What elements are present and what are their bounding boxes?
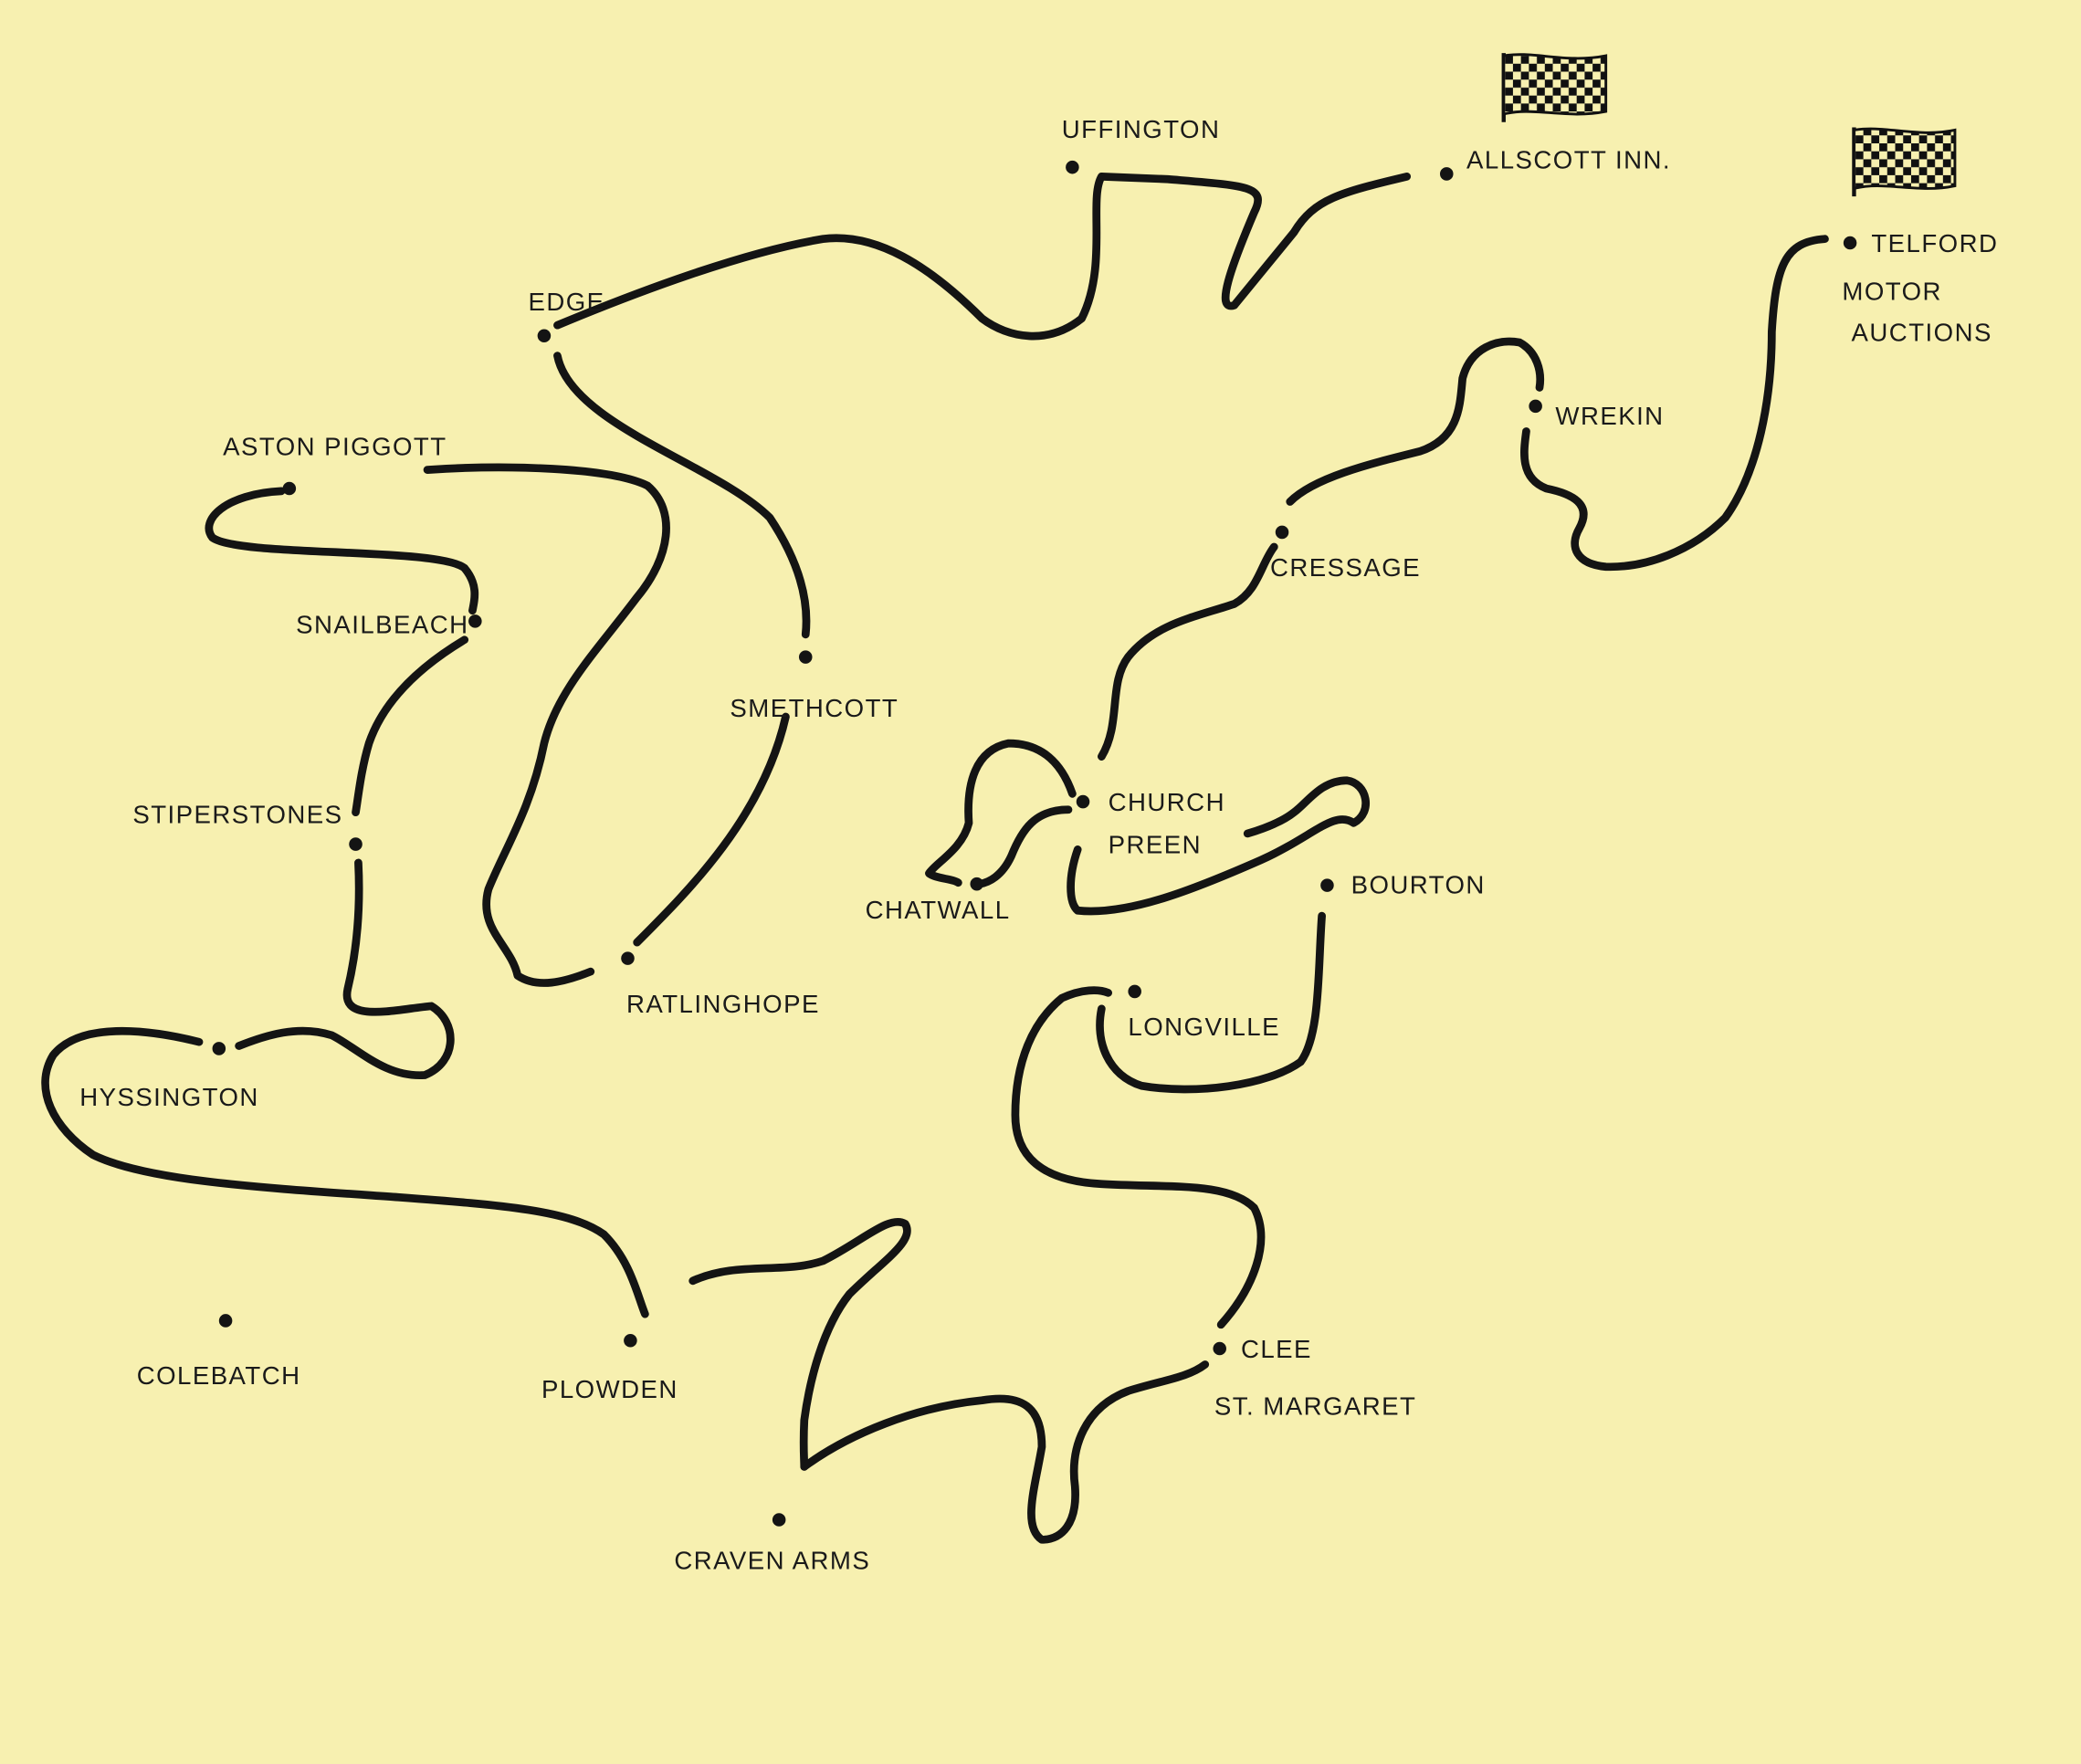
dot-cressage	[1275, 525, 1289, 540]
checkered-flag-icon	[1852, 127, 1957, 197]
road-wrekin-telford	[1520, 235, 1829, 572]
dot-colebatch	[218, 1314, 233, 1328]
road-plowden-craven	[688, 1218, 911, 1471]
label-plowden: Plowden	[541, 1375, 678, 1403]
road-church-cressage	[1097, 542, 1278, 761]
label-aston-piggott: Aston Piggott	[223, 433, 447, 461]
dot-aston-piggott	[282, 481, 297, 496]
dot-ratlinghope	[621, 951, 635, 965]
label-craven-arms: Craven Arms	[674, 1546, 870, 1574]
dot-church-preen	[1076, 794, 1090, 809]
label-ratlinghope: Ratlinghope	[626, 990, 820, 1018]
label-bourton: Bourton	[1351, 870, 1486, 898]
road-stiperstones-hyssington	[235, 858, 455, 1079]
dot-plowden	[624, 1333, 637, 1348]
place-labels: Uffington Allscott Inn. Telford Motor Au…	[79, 115, 1998, 1574]
label-snailbeach: Snailbeach	[296, 610, 468, 638]
label-chatwall: Chatwall	[866, 896, 1011, 924]
dot-craven-arms	[772, 1513, 786, 1527]
road-craven-clee	[800, 1360, 1210, 1544]
label-motor: Motor	[1842, 278, 1942, 306]
label-auctions: Auctions	[1852, 319, 1992, 347]
label-clee: Clee	[1241, 1335, 1312, 1363]
road-aston-ratlinghope	[423, 463, 670, 987]
label-st-margaret: St. Margaret	[1214, 1392, 1416, 1421]
label-telford: Telford	[1871, 229, 1998, 257]
label-stiperstones: Stiperstones	[132, 800, 342, 828]
label-church: Church	[1109, 788, 1225, 816]
dot-uffington	[1066, 160, 1079, 174]
place-dots	[212, 160, 1857, 1527]
road-snailbeach-stiperstones	[352, 635, 469, 817]
label-edge: Edge	[528, 288, 604, 316]
dot-snailbeach	[468, 614, 482, 628]
label-allscott-inn: Allscott Inn.	[1466, 146, 1671, 174]
label-uffington: Uffington	[1062, 115, 1221, 143]
dot-longville	[1128, 984, 1141, 999]
dot-smethcott	[798, 650, 813, 664]
road-clee-longville	[1011, 986, 1266, 1329]
dot-wrekin	[1529, 399, 1542, 414]
label-longville: Longville	[1128, 1013, 1280, 1041]
road-smethcott-ratlinghope	[633, 712, 790, 947]
road-cressage-wrekin	[1286, 337, 1545, 506]
road-hyssington-plowden	[41, 1026, 649, 1318]
label-hyssington: Hyssington	[79, 1083, 259, 1111]
label-preen: Preen	[1109, 831, 1202, 859]
dot-stiperstones	[349, 837, 363, 851]
flags	[1501, 53, 1957, 197]
roads	[41, 172, 1829, 1544]
road-church-loop	[925, 739, 1077, 887]
dot-chatwall	[970, 877, 984, 891]
road-edge-smethcott	[553, 352, 811, 639]
dot-hyssington	[212, 1042, 226, 1055]
dot-telford	[1843, 236, 1857, 250]
label-colebatch: Colebatch	[137, 1361, 301, 1390]
road-aston-loop	[205, 487, 479, 615]
label-smethcott: Smethcott	[730, 694, 899, 722]
label-wrekin: Wrekin	[1555, 402, 1664, 430]
road-church-bourton	[1067, 776, 1370, 916]
road-church-chatwall	[975, 805, 1073, 888]
road-longville-bourton	[1096, 911, 1326, 1094]
dot-bourton	[1320, 878, 1334, 892]
dot-allscott	[1439, 167, 1454, 181]
dot-edge	[537, 329, 552, 343]
dot-clee-st-margaret	[1213, 1341, 1226, 1356]
label-cressage: Cressage	[1270, 553, 1421, 582]
road-allscott-edge	[553, 172, 1412, 341]
checkered-flag-icon	[1501, 53, 1608, 122]
